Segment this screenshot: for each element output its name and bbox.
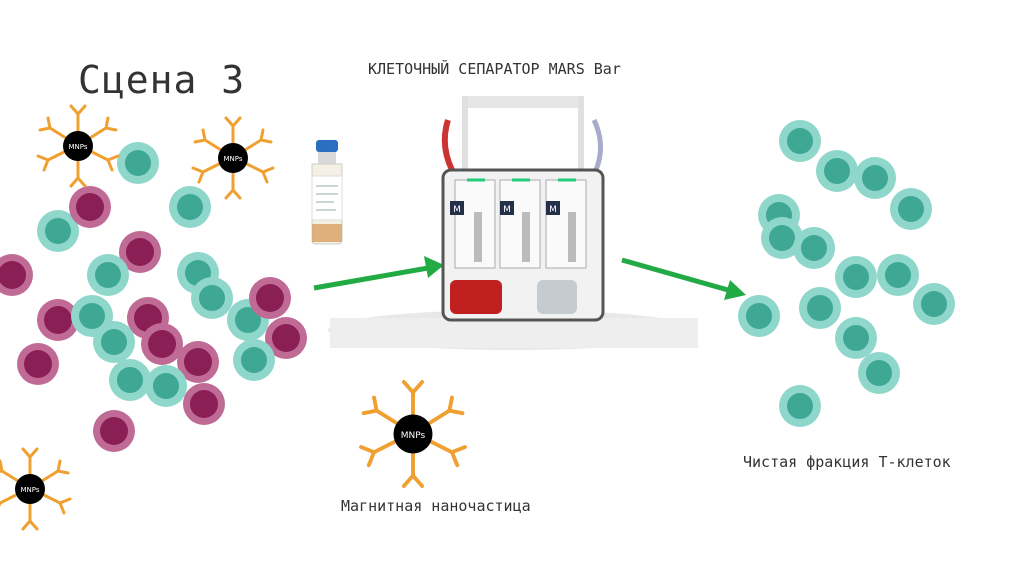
mnp-particle-large: MNPs bbox=[359, 380, 467, 488]
pure-tcell-fraction bbox=[738, 120, 955, 427]
other-cell bbox=[0, 254, 33, 296]
svg-text:MNPs: MNPs bbox=[20, 486, 39, 494]
other-cell bbox=[183, 383, 225, 425]
svg-text:MNPs: MNPs bbox=[223, 155, 242, 163]
t-cell bbox=[87, 254, 129, 296]
other-cell bbox=[141, 323, 183, 365]
t-cell bbox=[858, 352, 900, 394]
svg-text:MNPs: MNPs bbox=[68, 143, 87, 151]
t-cell bbox=[738, 295, 780, 337]
t-cell bbox=[877, 254, 919, 296]
t-cell bbox=[835, 317, 877, 359]
t-cell bbox=[854, 157, 896, 199]
t-cell bbox=[117, 142, 159, 184]
other-cell bbox=[69, 186, 111, 228]
t-cell bbox=[816, 150, 858, 192]
t-cell bbox=[779, 385, 821, 427]
t-cell bbox=[93, 321, 135, 363]
separator-label: КЛЕТОЧНЫЙ СЕПАРАТОР MARS Bar bbox=[368, 60, 621, 78]
t-cell bbox=[145, 365, 187, 407]
t-cell bbox=[109, 359, 151, 401]
other-cell bbox=[17, 343, 59, 385]
mnp-particle: MNPs bbox=[191, 116, 275, 200]
t-cell bbox=[793, 227, 835, 269]
t-cell bbox=[890, 188, 932, 230]
svg-text:M: M bbox=[453, 205, 461, 215]
t-cell bbox=[169, 186, 211, 228]
mnp-particle: MNPs bbox=[0, 447, 72, 531]
t-cell bbox=[233, 339, 275, 381]
nanoparticle-label: Магнитная наночастица bbox=[341, 497, 531, 515]
svg-text:M: M bbox=[503, 205, 511, 215]
tcell-fraction-label: Чистая фракция Т-клеток bbox=[743, 453, 951, 471]
other-cell bbox=[93, 410, 135, 452]
t-cell bbox=[191, 277, 233, 319]
mnp-particle: MNPs bbox=[36, 104, 120, 188]
other-cell bbox=[249, 277, 291, 319]
arrow-to-tcells bbox=[621, 257, 746, 300]
svg-text:M: M bbox=[549, 205, 557, 215]
reagent-vial bbox=[311, 140, 343, 245]
t-cell bbox=[799, 287, 841, 329]
mixed-cell-population bbox=[0, 142, 307, 452]
scene-title: Сцена 3 bbox=[78, 58, 246, 102]
t-cell bbox=[835, 256, 877, 298]
arrow-to-separator bbox=[313, 256, 444, 291]
t-cell bbox=[913, 283, 955, 325]
mars-bar-separator: M M M bbox=[328, 96, 698, 350]
t-cell bbox=[779, 120, 821, 162]
svg-text:MNPs: MNPs bbox=[401, 431, 426, 441]
